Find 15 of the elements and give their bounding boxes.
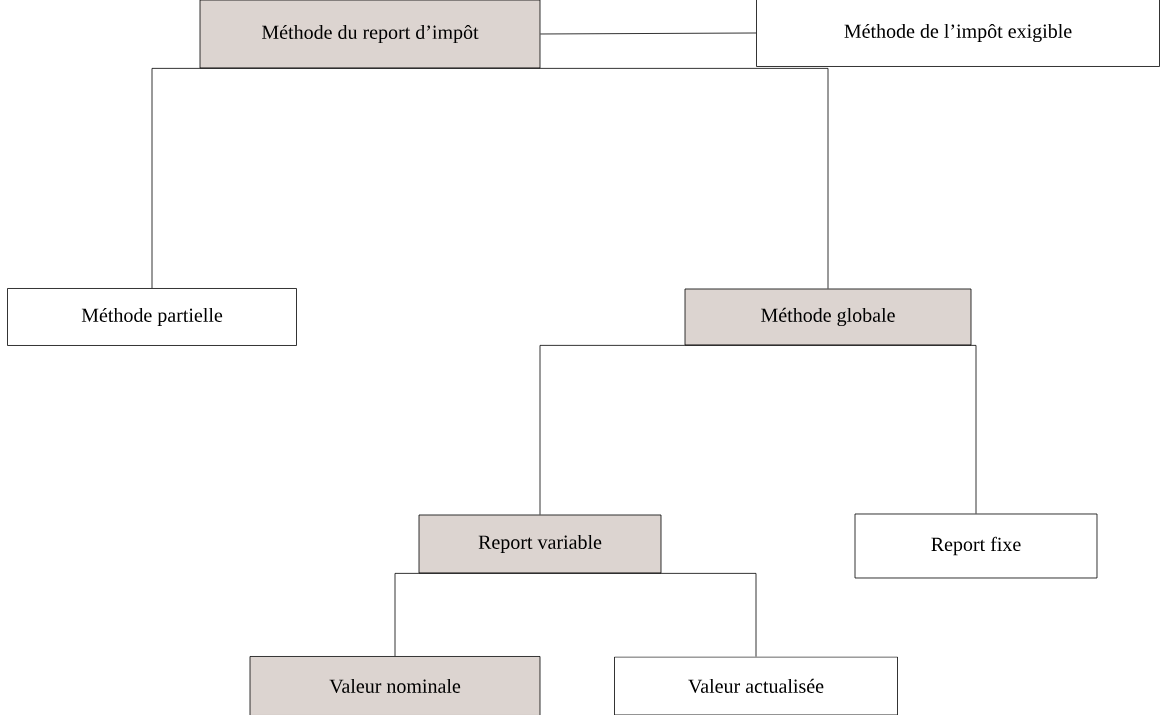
connector-line	[394, 573, 541, 657]
process-box: Valeur nominale	[249, 656, 541, 715]
connector-line	[151, 68, 371, 289]
process-box: Report variable	[418, 514, 662, 574]
process-box: Méthode partielle	[7, 288, 297, 346]
process-box: Méthode de l’impôt exigible	[756, 0, 1160, 67]
process-box: Report fixe	[854, 513, 1098, 579]
process-box: Valeur actualisée	[614, 656, 898, 715]
connector-line	[369, 68, 829, 289]
process-box: Méthode globale	[684, 288, 972, 346]
process-box: Méthode du report d’impôt	[199, 0, 541, 69]
connector-line	[539, 345, 829, 515]
connector-line	[539, 573, 757, 657]
connector-line	[827, 345, 977, 514]
connector-line	[540, 32, 757, 35]
